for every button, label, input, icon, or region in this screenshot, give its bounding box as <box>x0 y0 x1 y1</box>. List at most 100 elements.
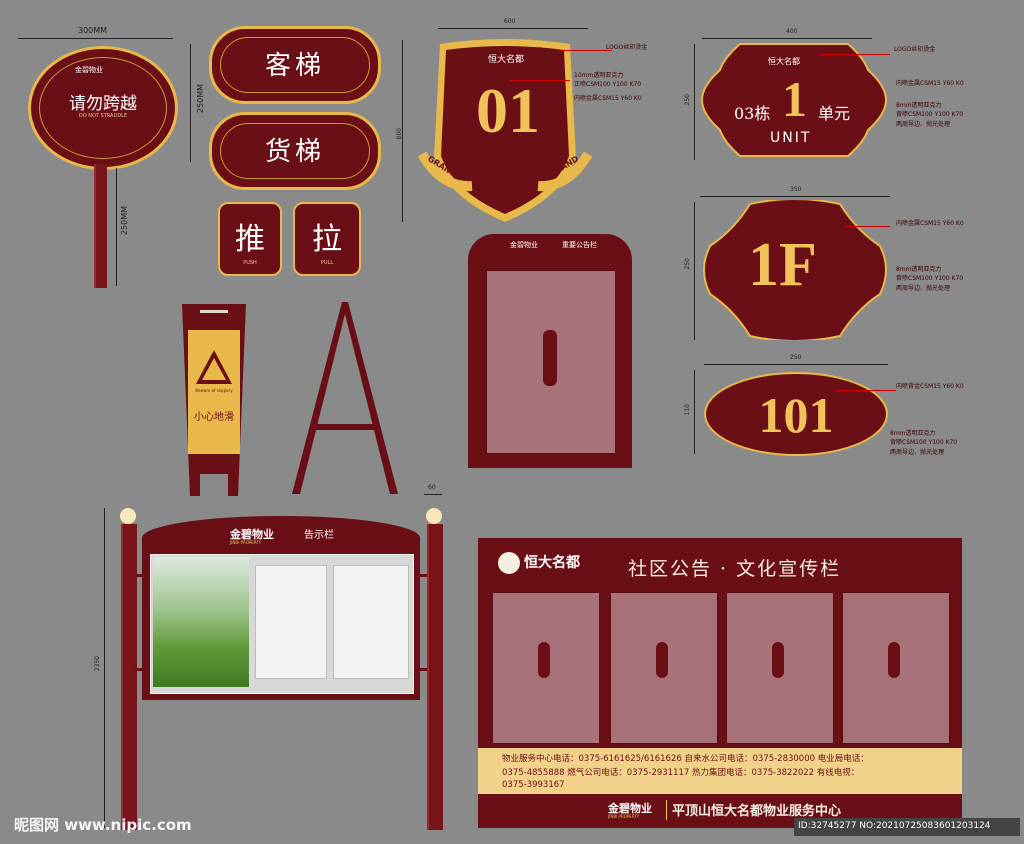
a-frame-side <box>292 302 398 494</box>
dimension-line <box>700 196 890 197</box>
dimension-line <box>18 38 173 39</box>
dim-height-label: 250MM <box>196 84 205 114</box>
community-logo: 恒大名都 <box>524 555 580 571</box>
footer-logo: 金碧物业 <box>608 802 652 815</box>
room-dim-width: 250 <box>790 354 802 361</box>
big-board-title: 告示栏 <box>304 530 334 541</box>
floor-text: 1F <box>748 231 817 299</box>
caution-stand <box>182 304 246 496</box>
board-dim-height: 2350 <box>94 656 101 672</box>
dimension-line <box>694 44 695 160</box>
shield-number: 01 <box>476 75 540 146</box>
room-plate: 101 <box>704 372 888 456</box>
oval-title: 请勿跨越 <box>69 94 137 114</box>
unit-number: 1 <box>782 71 807 127</box>
shield-note-4: 内喷金属CSM15 Y60 K0 <box>574 95 642 102</box>
caution-cn: 小心地滑 <box>194 412 234 423</box>
watermark-id: ID:32745277 NO:20210725083601203124 <box>798 821 991 831</box>
slot <box>888 642 900 678</box>
pole-left <box>121 524 137 830</box>
floor-note-4: 两周导边、抛光处理 <box>896 285 951 292</box>
oval-logo: 金碧物业 <box>75 66 103 74</box>
shield-note-1: LOGO丝印烫金 <box>606 44 648 51</box>
push-label: 推 <box>235 222 265 257</box>
footer-text: 平顶山恒大名都物业服务中心 <box>672 804 842 819</box>
push-sub: PUSH <box>243 260 257 266</box>
passenger-elevator-plate: 客梯 <box>209 26 381 104</box>
bracket <box>135 668 143 671</box>
annotation-line <box>836 390 896 391</box>
dimension-line <box>694 202 695 340</box>
pull-sign: 拉 PULL <box>293 202 361 276</box>
pull-sub: PULL <box>320 260 334 266</box>
freight-elevator-plate: 货梯 <box>209 112 381 190</box>
pull-label: 拉 <box>312 222 342 257</box>
unit-logo: 恒大名都 <box>768 57 800 66</box>
paper-panel <box>255 565 327 679</box>
annotation-line <box>510 80 570 81</box>
unit-dim-width: 400 <box>786 28 798 35</box>
contact-strip: 物业服务中心电话：0375-6161625/6161626 自来水公司电话：03… <box>478 748 962 794</box>
caution-en: Beware of slippery <box>195 388 233 393</box>
room-note-1: 内喷背金CSM15 Y60 K0 <box>896 383 964 390</box>
unit-building: 03栋 <box>734 104 771 123</box>
notice-board: 金碧物业 重要公告栏 <box>468 234 632 468</box>
oval-inner-border <box>39 57 167 159</box>
oval-stand-sign: 金碧物业 请勿跨越 DO NOT STRADDLE <box>28 46 178 170</box>
push-sign: 推 PUSH <box>218 202 282 276</box>
dim-pole-label: 250MM <box>120 206 129 236</box>
shield-dim-height: 800 <box>396 128 403 140</box>
floor-note-2: 8mm透明亚克力 <box>896 266 942 273</box>
shield-logo: 恒大名都 <box>488 55 525 65</box>
annotation-line <box>560 50 612 51</box>
dimension-line <box>190 44 191 162</box>
oval-pole <box>94 164 107 288</box>
dimension-line <box>438 28 588 29</box>
bracket <box>419 668 427 671</box>
pole-right <box>427 524 443 830</box>
dim-width-label: 300MM <box>78 26 108 35</box>
photo-panel <box>153 557 249 687</box>
bracket <box>135 574 143 577</box>
room-note-3: 背喷CSM100 Y100 K70 <box>890 439 958 446</box>
freight-label: 货梯 <box>264 137 325 167</box>
shield-note-2: 10mm透明亚克力 <box>574 72 624 79</box>
unit-note-5: 两周导边、抛光处理 <box>896 121 951 128</box>
room-note-2: 8mm透明亚克力 <box>890 430 936 437</box>
annotation-line <box>846 226 890 227</box>
room-note-4: 两周导边、抛光处理 <box>890 449 945 456</box>
passenger-label: 客梯 <box>264 51 325 81</box>
notice-title: 重要公告栏 <box>562 241 597 249</box>
footer-divider <box>666 800 667 820</box>
paper-panel <box>333 565 409 679</box>
slot <box>538 642 550 678</box>
unit-plate <box>700 43 888 157</box>
shield-dim-width: 600 <box>504 18 516 25</box>
community-board: 恒大名都 社区公告 · 文化宣传栏 物业服务中心电话：0375-6161625/… <box>478 538 962 828</box>
dimension-line <box>702 38 872 39</box>
lamp-right <box>426 508 442 524</box>
unit-note-3: 8mm透明亚克力 <box>896 102 942 109</box>
floor-note-1: 内喷金属CSM15 Y60 K0 <box>896 220 964 227</box>
bracket <box>419 574 427 577</box>
big-board-logo-en: JINBI PROPERTY <box>230 540 262 545</box>
notice-slot <box>543 330 557 386</box>
shield-note-3: 正喷CSM100 Y100 K70 <box>574 81 642 88</box>
lamp-left <box>120 508 136 524</box>
slot <box>772 642 784 678</box>
shield-sign <box>417 39 593 222</box>
dimension-line <box>424 494 442 495</box>
unit-note-4: 背喷CSM100 Y100 K70 <box>896 111 964 118</box>
big-board-glass <box>150 554 414 694</box>
floor-dim-width: 350 <box>790 186 802 193</box>
contact-line-1: 物业服务中心电话：0375-6161625/6161626 自来水公司电话：03… <box>502 754 869 764</box>
unit-dim-height: 250 <box>684 94 691 106</box>
big-board: 金碧物业 JINBI PROPERTY 告示栏 <box>142 516 420 700</box>
unit-cn: 单元 <box>818 104 851 123</box>
annotation-line <box>820 54 890 55</box>
watermark-id-bar: ID:32745277 NO:20210725083601203124 <box>794 818 1020 836</box>
dimension-line <box>104 508 105 828</box>
dimension-line <box>402 40 403 222</box>
board-dim-pole: 60 <box>428 484 436 491</box>
big-board-logo: 金碧物业 <box>230 528 274 541</box>
